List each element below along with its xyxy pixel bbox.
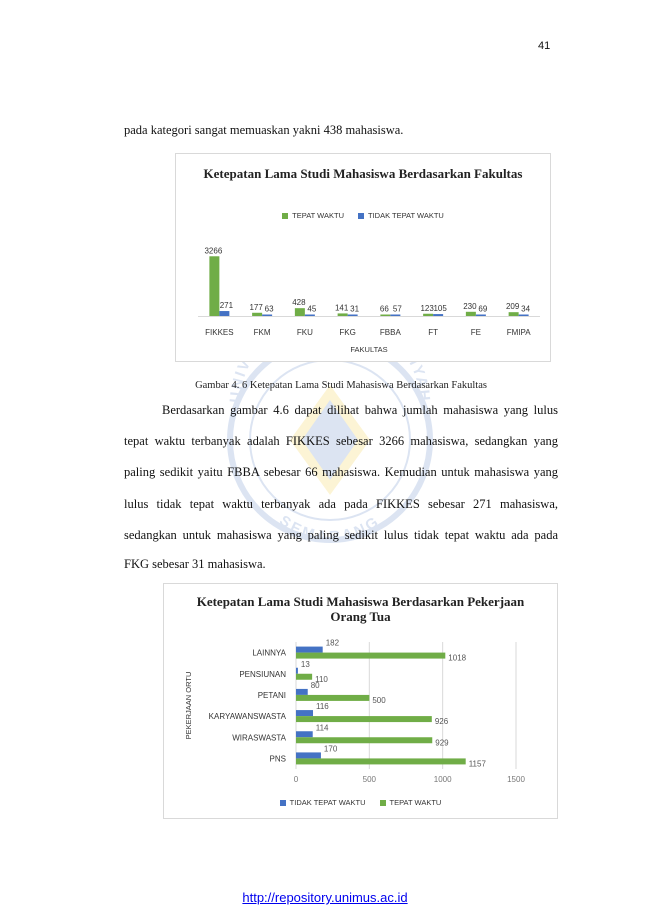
bar-ft-tidak-tepat [433, 314, 444, 316]
data-label: 34 [521, 305, 530, 314]
paragraph-line-1: Berdasarkan gambar 4.6 dapat dilihat bah… [162, 403, 558, 417]
faculty-chart: Ketepatan Lama Studi Mahasiswa Berdasark… [175, 153, 551, 362]
bar-fikkes-tepat [209, 256, 220, 316]
y-tick-label: WIRASWASTA [232, 733, 286, 742]
x-tick-label: FT [428, 328, 438, 337]
x-tick-label: FKG [339, 328, 355, 337]
page-number: 41 [538, 40, 551, 52]
x-tick-label: FE [471, 328, 481, 337]
bar-pensiunan-tidak-tepat [296, 667, 298, 674]
x-tick-label: FIKKES [205, 328, 233, 337]
figure-caption: Gambar 4. 6 Ketepatan Lama Studi Mahasis… [195, 380, 487, 391]
parent-job-chart-legend: TIDAK TEPAT WAKTU TEPAT WAKTU [164, 798, 557, 807]
data-label: 1157 [469, 759, 487, 768]
bar-fkm-tidak-tepat [262, 314, 273, 316]
bar-fkg-tepat [337, 313, 348, 316]
y-tick-label: PENSIUNAN [239, 670, 286, 679]
data-label: 929 [435, 738, 449, 747]
x-tick-label: 0 [294, 775, 299, 784]
paragraph-line-5: sedangkan untuk mahasiswa yang paling se… [124, 528, 558, 542]
data-label: 114 [316, 723, 329, 732]
bar-pns-tepat [296, 758, 466, 765]
data-label: 116 [316, 702, 329, 711]
data-label: 230 [463, 302, 477, 311]
bar-fku-tepat [294, 308, 305, 316]
data-label: 1018 [448, 654, 466, 663]
x-tick-label: 1500 [507, 775, 525, 784]
bar-fe-tidak-tepat [475, 314, 486, 316]
paragraph-line-4: lulus tidak tepat waktu terbanyak ada pa… [124, 497, 558, 511]
bar-ft-tepat [423, 313, 434, 316]
parent-job-chart-title: Ketepatan Lama Studi Mahasiswa Berdasark… [196, 594, 525, 624]
bar-pns-tidak-tepat [296, 752, 321, 759]
x-tick-label: 500 [363, 775, 377, 784]
bar-fe-tepat [465, 311, 476, 316]
footer: http://repository.unimus.ac.id [0, 890, 650, 905]
bar-petani-tepat [296, 694, 370, 701]
y-tick-label: KARYAWANSWASTA [209, 712, 287, 721]
paragraph-line-6: FKG sebesar 31 mahasiswa. [124, 557, 266, 571]
data-label: 13 [301, 660, 310, 669]
paragraph-line-3: paling sedikit yaitu FBBA sebesar 66 mah… [124, 465, 558, 479]
intro-line: pada kategori sangat memuaskan yakni 438… [124, 123, 404, 137]
x-tick-label: FMIPA [507, 328, 532, 337]
data-label: 209 [506, 302, 520, 311]
bar-fmipa-tepat [508, 312, 519, 316]
data-label: 69 [478, 305, 487, 314]
x-tick-label: 1000 [434, 775, 452, 784]
bar-lainnya-tepat [296, 652, 446, 659]
bar-fku-tidak-tepat [304, 314, 315, 316]
data-label: 141 [335, 303, 349, 312]
bar-petani-tidak-tepat [296, 688, 308, 695]
bar-wiraswasta-tepat [296, 737, 433, 744]
paragraph-line-2: tepat waktu terbanyak adalah FIKKES sebe… [124, 434, 558, 448]
data-label: 105 [433, 304, 447, 313]
data-label: 926 [435, 717, 449, 726]
data-label: 428 [292, 298, 306, 307]
x-axis-label: FAKULTAS [350, 345, 387, 354]
data-label: 63 [265, 305, 274, 314]
parent-job-chart: Ketepatan Lama Studi Mahasiswa Berdasark… [163, 583, 558, 819]
data-label: 123 [420, 304, 434, 313]
repository-link[interactable]: http://repository.unimus.ac.id [242, 890, 408, 905]
data-label: 66 [380, 305, 389, 314]
x-tick-label: FBBA [380, 328, 402, 337]
bar-pensiunan-tepat [296, 673, 313, 680]
bar-karyawanswasta-tepat [296, 716, 432, 723]
legend-item-tidak-tepat-2: TIDAK TEPAT WAKTU [279, 798, 366, 807]
faculty-chart-title: Ketepatan Lama Studi Mahasiswa Berdasark… [203, 166, 523, 181]
data-label: 170 [324, 744, 338, 753]
data-label: 177 [249, 303, 263, 312]
y-tick-label: PNS [270, 754, 286, 763]
bar-fmipa-tidak-tepat [518, 314, 529, 316]
bar-fbba-tidak-tepat [390, 314, 401, 316]
bar-fkg-tidak-tepat [347, 314, 358, 316]
legend-item-tepat: TEPAT WAKTU [282, 211, 344, 220]
bar-wiraswasta-tidak-tepat [296, 731, 313, 738]
data-label: 57 [393, 305, 402, 314]
data-label: 80 [311, 681, 320, 690]
y-tick-label: LAINNYA [252, 649, 286, 658]
data-label: 45 [307, 305, 316, 314]
data-label: 500 [372, 696, 386, 705]
data-label: 31 [350, 305, 359, 314]
faculty-chart-legend: TEPAT WAKTU TIDAK TEPAT WAKTU [176, 211, 550, 220]
x-tick-label: FKU [297, 328, 313, 337]
x-tick-label: FKM [254, 328, 271, 337]
bar-karyawanswasta-tidak-tepat [296, 710, 314, 717]
legend-item-tidak-tepat: TIDAK TEPAT WAKTU [357, 211, 444, 220]
data-label: 271 [220, 301, 234, 310]
bar-fbba-tepat [380, 314, 391, 316]
y-axis-label: PEKERJAAN ORTU [184, 672, 193, 740]
data-label: 3266 [204, 246, 222, 255]
bar-fikkes-tidak-tepat [219, 311, 230, 316]
data-label: 110 [315, 675, 328, 684]
bar-fkm-tepat [252, 312, 263, 316]
y-tick-label: PETANI [258, 691, 286, 700]
legend-item-tepat-2: TEPAT WAKTU [379, 798, 441, 807]
data-label: 182 [326, 639, 340, 648]
bar-lainnya-tidak-tepat [296, 646, 323, 653]
